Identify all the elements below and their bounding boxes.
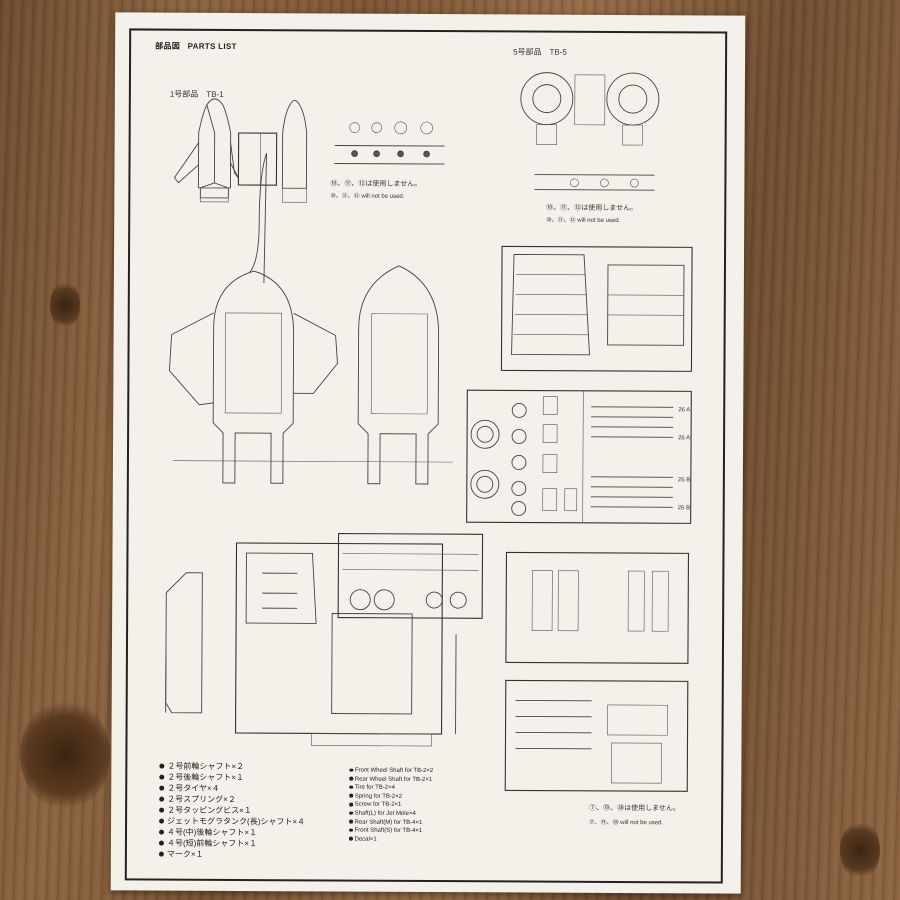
wood-knot [840,820,880,880]
parts-diagram [165,72,693,792]
list-item: Decal×1 [348,835,433,844]
wood-knot [20,700,110,810]
tb1-small-sprue [334,121,445,165]
sprue-wheels-shafts [466,389,692,524]
tb1-rocket-parts [173,98,308,203]
list-item: ２号タイヤ×４ [159,783,305,795]
sprue-panels [500,245,693,372]
list-item: ２号タッピングビス×１ [159,805,305,817]
sprue-bottom-left [165,532,484,747]
parts-list-sheet: 部品図 PARTS LIST 1号部品 TB-1 5号部品 TB-5 ⑩、⑪、⑫… [110,12,746,894]
tb5-parts [520,72,660,191]
tb1-body-halves [168,152,453,485]
wood-knot [50,280,80,330]
list-item: ２号後輪シャフト×１ [159,772,305,784]
shaft-rows [590,406,674,508]
list-item: Tire for TB-2×4 [349,784,433,793]
parts-list-jp: ２号前輪シャフト×２ ２号後輪シャフト×１ ２号タイヤ×４ ２号スプリング×２ … [158,761,306,861]
list-item: Front Shaft(S) for TB-4×1 [349,827,433,836]
list-item: マーク×１ [158,849,305,861]
list-item: Front Wheel Shaft for TB-2×2 [349,767,433,776]
sprue-bottom-right [504,551,690,792]
list-item: ４号(短)前輪シャフト×１ [158,838,305,850]
list-item: ジェットモグラタンク(長)シャフト×４ [159,816,305,828]
list-item: Screw for TB-2×1 [349,801,433,810]
list-item: Shaft(L) for Jet Mole×4 [349,810,433,819]
list-item: ２号スプリング×２ [159,794,305,806]
parts-list-en: Front Wheel Shaft for TB-2×2 Rear Wheel … [348,767,433,845]
sprue-top-strip [337,532,484,619]
list-item: ４号(中)後輪シャフト×１ [158,827,305,839]
list-item: ２号前輪シャフト×２ [159,761,305,773]
